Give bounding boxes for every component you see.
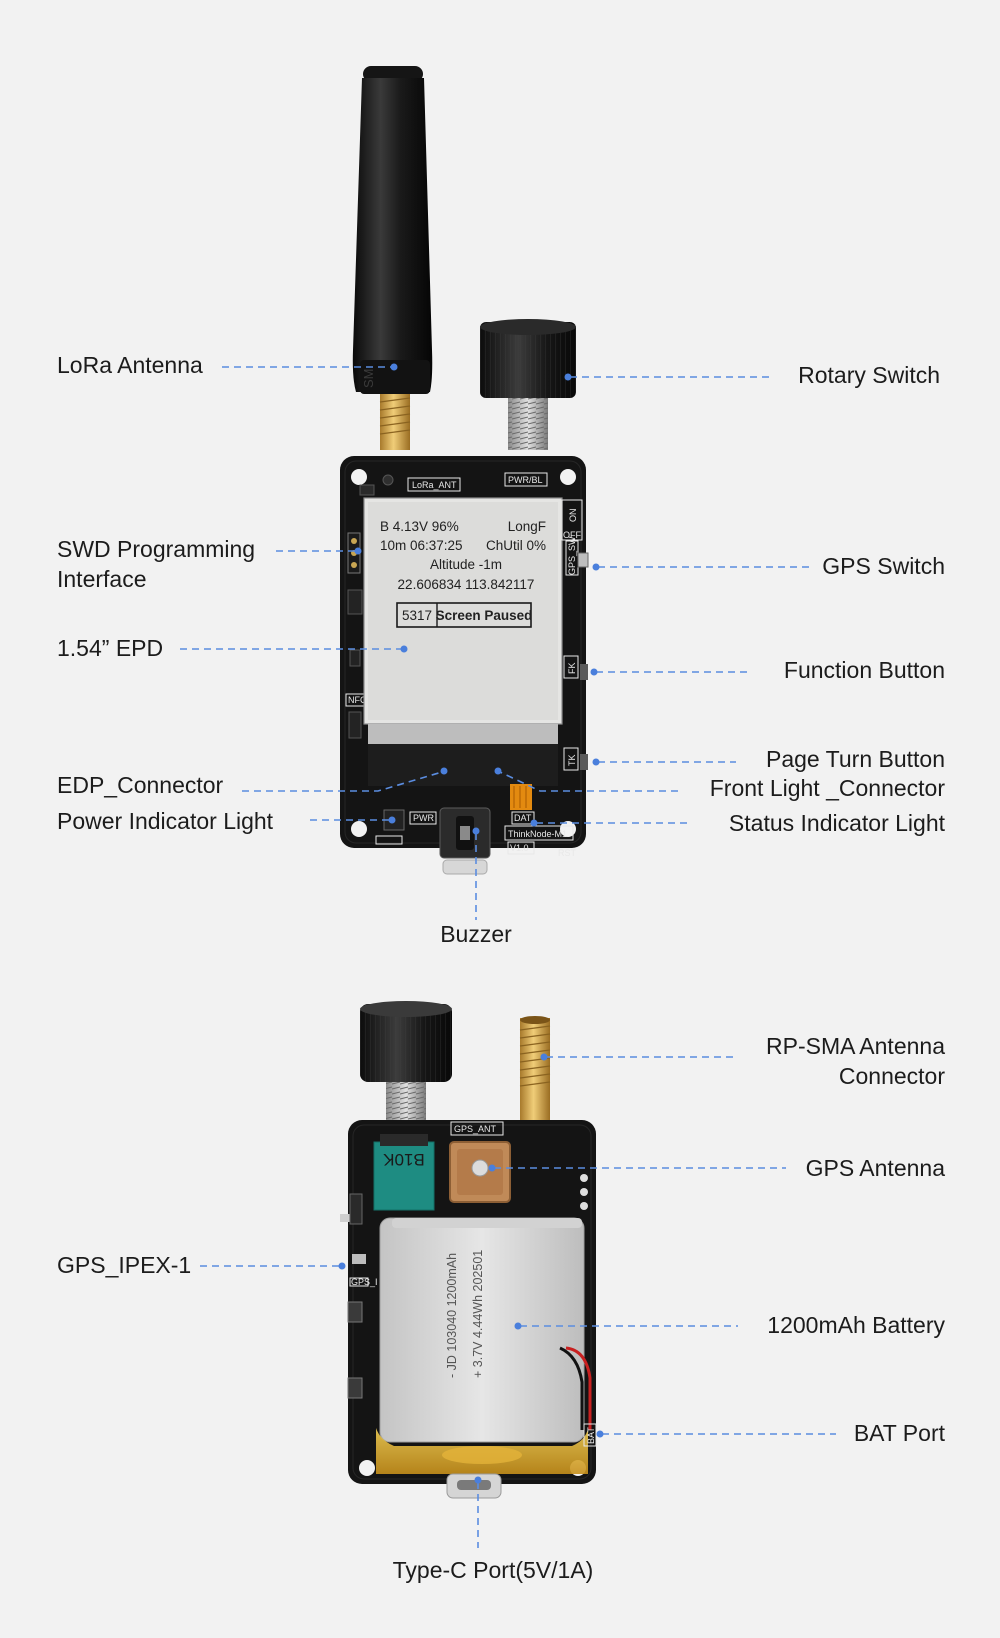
silk-lora-ant: LoRa_ANT [412, 480, 457, 490]
label-rotary-switch: Rotary Switch [798, 362, 940, 388]
silk-tk: TK [567, 754, 577, 766]
lead-dot-front-light [494, 767, 502, 775]
bottom-pcb: GPS_ANT B10K GPS_I - JD 1030 [340, 1120, 597, 1499]
label-function-button: Function Button [783, 657, 945, 683]
top-pcb: LoRa_ANT PWR/BL NFC B 4.13V 96% LongF 10… [340, 456, 589, 875]
lead-dot-battery [514, 1322, 522, 1330]
lead-dot-gps-antenna [488, 1164, 496, 1172]
battery-print-line2: + 3.7V 4.44Wh 202501 [471, 1250, 485, 1378]
rotary-switch-knob [480, 319, 576, 450]
label-front-light-connector: Front Light _Connector [709, 775, 945, 801]
label-status-indicator: Status Indicator Light [728, 810, 945, 836]
silk-bat: BAT [586, 1427, 596, 1444]
lead-dot-edp-connector [440, 767, 448, 775]
lead-dot-gps-ipex [338, 1262, 346, 1270]
silk-dat: DAT [514, 813, 532, 823]
lead-dot-status-light [530, 819, 538, 827]
silk-pwr: PWR [413, 813, 434, 823]
epd-status: Screen Paused [436, 608, 533, 623]
silk-on: ON [568, 509, 578, 523]
silk-board-name: ThinkNode-M1 [508, 829, 567, 839]
silk-gps-ant: GPS_ANT [454, 1124, 497, 1134]
battery-print-line1: - JD 103040 1200mAh [445, 1253, 459, 1378]
lead-dot-gps-switch [592, 563, 600, 571]
gps-switch-slider [577, 552, 589, 568]
silk-fk: FK [567, 662, 577, 674]
silk-pwr-bl: PWR/BL [508, 475, 543, 485]
page-turn-button-cap [580, 754, 588, 770]
label-gps-antenna: GPS Antenna [805, 1155, 945, 1181]
lead-dot-rp-sma [540, 1053, 548, 1061]
label-buzzer: Buzzer [440, 921, 512, 947]
svg-text:SM: SM [361, 369, 376, 389]
lead-dot-type-c [474, 1476, 482, 1484]
label-edp-connector: EDP_Connector [57, 772, 224, 798]
lead-dot-epd [400, 645, 408, 653]
epd-node-id: 5317 [402, 608, 432, 623]
label-gps-ipex: GPS_IPEX-1 [57, 1252, 192, 1278]
label-gps-switch: GPS Switch [822, 553, 945, 579]
lead-dot-lora-antenna [390, 363, 398, 371]
epd-battery: B 4.13V 96% [380, 519, 459, 534]
lead-dot-power-light [388, 816, 396, 824]
front-light-fpc [510, 784, 532, 810]
epd-altitude: Altitude -1m [430, 557, 502, 572]
label-battery: 1200mAh Battery [767, 1312, 945, 1338]
leader-lines [180, 363, 836, 1548]
silk-off: OFF [563, 530, 581, 540]
silk-rst: RST [558, 848, 577, 858]
label-epd: 1.54” EPD [57, 635, 164, 661]
lead-dot-page-turn [592, 758, 600, 766]
silk-version: V1.0 [510, 843, 529, 853]
pot-label: B10K [383, 1150, 425, 1169]
epd-uptime: 10m 06:37:25 [380, 538, 463, 553]
rotary-switch-back [360, 1001, 452, 1132]
lead-dot-rotary-switch [564, 373, 572, 381]
epd-coords: 22.606834 113.842117 [398, 577, 535, 592]
function-button-cap [580, 664, 588, 680]
label-rp-sma-line1: RP-SMA Antenna [766, 1033, 945, 1059]
label-lora-antenna: LoRa Antenna [57, 352, 203, 378]
silk-nfc: NFC [348, 695, 367, 705]
label-swd-line1: SWD Programming [57, 536, 256, 562]
epd-mode: LongF [508, 519, 546, 534]
lora-antenna: SM [352, 66, 433, 450]
label-page-turn-button: Page Turn Button [765, 746, 945, 772]
lead-dot-swd [354, 547, 362, 555]
label-rp-sma-line2: Connector [838, 1063, 945, 1089]
label-bat-port: BAT Port [853, 1420, 945, 1446]
lead-dot-function-button [590, 668, 598, 676]
lead-dot-buzzer [472, 827, 480, 835]
label-swd-line2: Interface [57, 566, 147, 592]
silk-gps-sw: GPS_SW [567, 536, 577, 575]
epd-status-box [396, 602, 532, 628]
lead-dot-bat-port [596, 1430, 604, 1438]
label-power-indicator: Power Indicator Light [57, 808, 274, 834]
silk-gps-i: GPS_I [351, 1277, 378, 1287]
label-type-c: Type-C Port(5V/1A) [392, 1557, 594, 1583]
epd-chutil: ChUtil 0% [486, 538, 546, 553]
